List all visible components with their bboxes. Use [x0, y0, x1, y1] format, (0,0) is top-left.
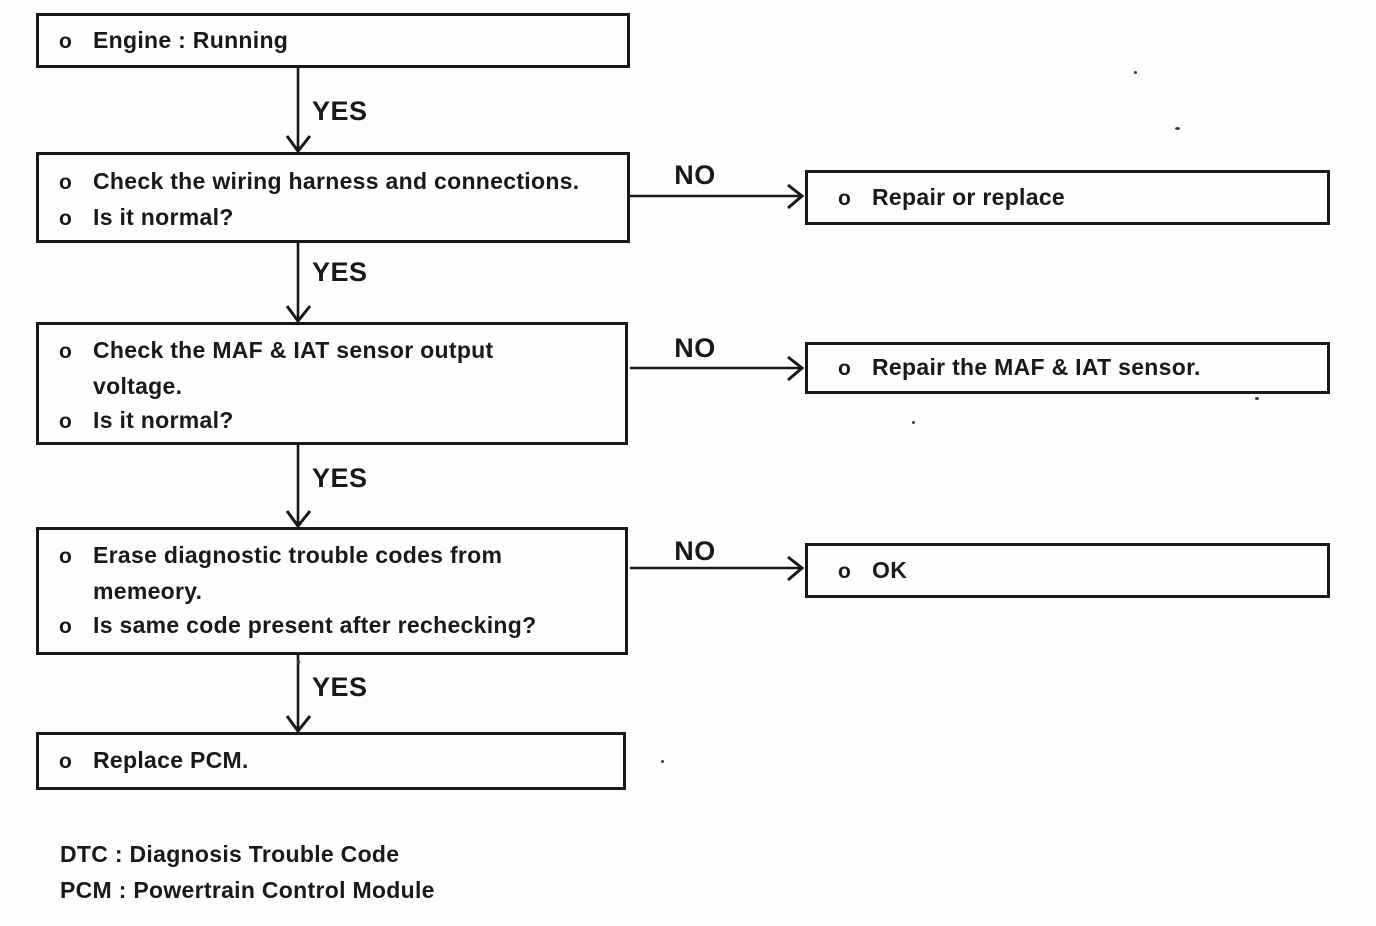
bullet-marker: o	[838, 186, 852, 210]
flow-box-line: memeory.	[39, 574, 625, 608]
bullet-marker: o	[59, 545, 73, 568]
legend-line-pcm: PCM : Powertrain Control Module	[60, 877, 435, 903]
bullet-marker: o	[59, 750, 73, 773]
scan-speck	[1175, 127, 1180, 130]
flow-box-text: Is it normal?	[93, 407, 234, 433]
arrow-erase-to-pcm	[285, 655, 312, 734]
bullet-marker: o	[838, 357, 852, 380]
yes-label-3: YES	[312, 463, 368, 493]
flow-box-text: Is it normal?	[93, 204, 234, 230]
flow-box-text: Repair or replace	[872, 183, 1066, 210]
scan-speck	[1255, 397, 1259, 400]
flow-box-repair-or-replace: o Repair or replace	[805, 170, 1330, 225]
scan-speck	[297, 660, 300, 664]
flow-box-text: Engine : Running	[93, 26, 289, 53]
flow-box-text: voltage.	[93, 373, 183, 399]
yes-label-4: YES	[312, 672, 368, 702]
flow-box-line: o OK	[808, 553, 1327, 589]
flow-box-replace-pcm: o Replace PCM.	[36, 732, 626, 790]
no-label-1: NO	[674, 160, 716, 190]
legend-line-dtc: DTC : Diagnosis Trouble Code	[60, 841, 400, 867]
flow-box-ok: o OK	[805, 543, 1330, 598]
flow-box-text: Check the MAF & IAT sensor output	[93, 337, 494, 363]
flow-box-text: Repair the MAF & IAT sensor.	[872, 354, 1201, 380]
flow-box-line: o Check the wiring harness and connectio…	[39, 164, 627, 200]
bullet-marker: o	[59, 340, 73, 363]
arrow-engine-to-wiring	[285, 68, 312, 154]
flow-box-erase-dtc: o Erase diagnostic trouble codes from me…	[36, 527, 628, 655]
flow-box-wiring-check: o Check the wiring harness and connectio…	[36, 152, 630, 243]
flow-box-line: o Is it normal?	[39, 200, 627, 236]
flow-box-text: OK	[872, 556, 908, 583]
flow-box-line: o Repair the MAF & IAT sensor.	[808, 350, 1327, 386]
flow-box-line: o Check the MAF & IAT sensor output	[39, 333, 625, 369]
arrow-wiring-to-maf	[285, 243, 312, 324]
flow-box-line: o Replace PCM.	[39, 743, 623, 779]
bullet-marker: o	[59, 410, 73, 433]
bullet-marker: o	[59, 29, 73, 53]
flow-box-text: Check the wiring harness and connections…	[93, 168, 580, 194]
yes-label-1: YES	[312, 96, 368, 126]
flow-box-maf-iat-check: o Check the MAF & IAT sensor output volt…	[36, 322, 628, 445]
scan-speck	[1134, 71, 1137, 74]
bullet-marker: o	[838, 559, 852, 583]
scan-speck	[661, 760, 664, 763]
bullet-marker: o	[59, 207, 73, 230]
bullet-marker: o	[59, 171, 73, 194]
flow-box-line: voltage.	[39, 369, 625, 403]
flow-box-line: o Is it normal?	[39, 403, 625, 439]
yes-label-2: YES	[312, 257, 368, 287]
flow-box-line: o Engine : Running	[39, 23, 627, 59]
scan-speck	[912, 421, 915, 424]
flow-box-text: Erase diagnostic trouble codes from	[93, 542, 503, 568]
no-label-2: NO	[674, 333, 716, 363]
flow-box-text: memeory.	[93, 578, 203, 604]
abbreviation-legend: DTC : Diagnosis Trouble Code PCM : Power…	[60, 836, 435, 908]
flow-box-line: o Repair or replace	[808, 180, 1327, 216]
flow-box-text: Is same code present after rechecking?	[93, 612, 537, 638]
flow-box-line: o Erase diagnostic trouble codes from	[39, 538, 625, 574]
bullet-marker: o	[59, 615, 73, 638]
no-label-3: NO	[674, 536, 716, 566]
flow-box-line: o Is same code present after rechecking?	[39, 608, 625, 644]
flow-box-text: Replace PCM.	[93, 747, 249, 773]
flow-box-engine-running: o Engine : Running	[36, 13, 630, 68]
flow-box-repair-maf-iat: o Repair the MAF & IAT sensor.	[805, 342, 1330, 394]
arrow-maf-to-erase	[285, 445, 312, 529]
